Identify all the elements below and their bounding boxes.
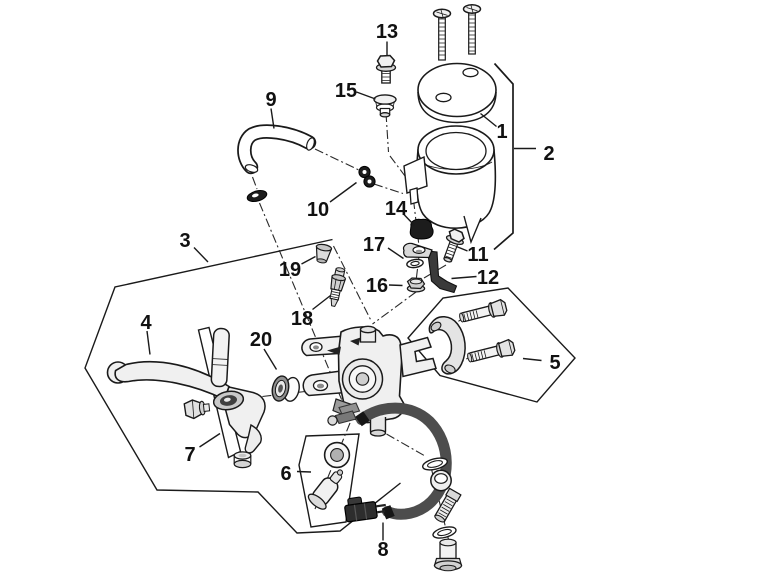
clamp-10 <box>358 165 376 188</box>
brake-switch-6 <box>307 469 344 510</box>
switch-ring <box>323 441 351 469</box>
clamp-bolt-b <box>467 338 516 363</box>
label-2-bracket <box>493 62 536 251</box>
lever-4 <box>106 360 230 401</box>
leader-lines <box>146 41 542 541</box>
part-label-18: 18 <box>291 308 313 330</box>
nut-16 <box>406 277 426 293</box>
reservoir-cap-screws <box>432 4 482 61</box>
boot-14 <box>409 218 434 240</box>
bleed-valve-18 <box>329 267 347 307</box>
part-label-16: 16 <box>366 275 388 297</box>
hose-clamp-8 <box>327 402 361 426</box>
part-label-10: 10 <box>307 199 329 221</box>
bracket-12 <box>402 242 458 294</box>
part-label-7: 7 <box>184 444 195 466</box>
part-label-5: 5 <box>549 352 560 374</box>
plug-19 <box>315 243 333 264</box>
reservoir-body <box>403 125 497 245</box>
pivot-pin <box>210 327 230 388</box>
connector <box>344 496 386 523</box>
part-label-17: 17 <box>363 234 385 256</box>
reservoir-cap <box>417 62 497 124</box>
hose-8 <box>355 402 452 520</box>
group-outline-6 <box>298 433 360 528</box>
group-outline-3 <box>84 238 401 534</box>
group-outline-5 <box>407 287 576 403</box>
clamp-bolt-a <box>459 298 508 323</box>
washer-17 <box>406 258 424 269</box>
part-label-6: 6 <box>280 463 291 485</box>
part-label-11: 11 <box>467 244 488 266</box>
seal-20 <box>271 375 300 402</box>
hose-9 <box>237 124 317 175</box>
part-label-2: 2 <box>543 143 554 165</box>
part-label-4: 4 <box>140 312 152 334</box>
part-label-19: 19 <box>279 259 301 281</box>
part-label-3: 3 <box>179 230 190 252</box>
clamp-5 <box>428 316 466 375</box>
part-label-12: 12 <box>477 267 499 289</box>
grommet-15 <box>373 94 397 118</box>
master-cylinder-body <box>301 325 437 437</box>
part-label-1: 1 <box>496 121 507 143</box>
lever-perch <box>222 386 266 454</box>
banjo-bolt-assembly <box>422 457 463 572</box>
bolt-11 <box>443 228 465 263</box>
part-labels: 1 2 3 4 5 6 7 8 9 10 11 12 13 14 15 16 1… <box>140 21 560 561</box>
hose-grommet <box>246 190 268 202</box>
pivot-nut <box>233 451 252 469</box>
part-label-13: 13 <box>376 21 398 43</box>
pivot-eye <box>212 390 245 411</box>
bolt-13 <box>375 54 397 84</box>
pivot-bolt <box>183 399 211 420</box>
part-label-14: 14 <box>385 198 408 220</box>
part-label-8: 8 <box>377 539 388 561</box>
part-label-9: 9 <box>265 89 276 111</box>
part-label-15: 15 <box>335 80 357 102</box>
part-label-20: 20 <box>250 329 272 351</box>
